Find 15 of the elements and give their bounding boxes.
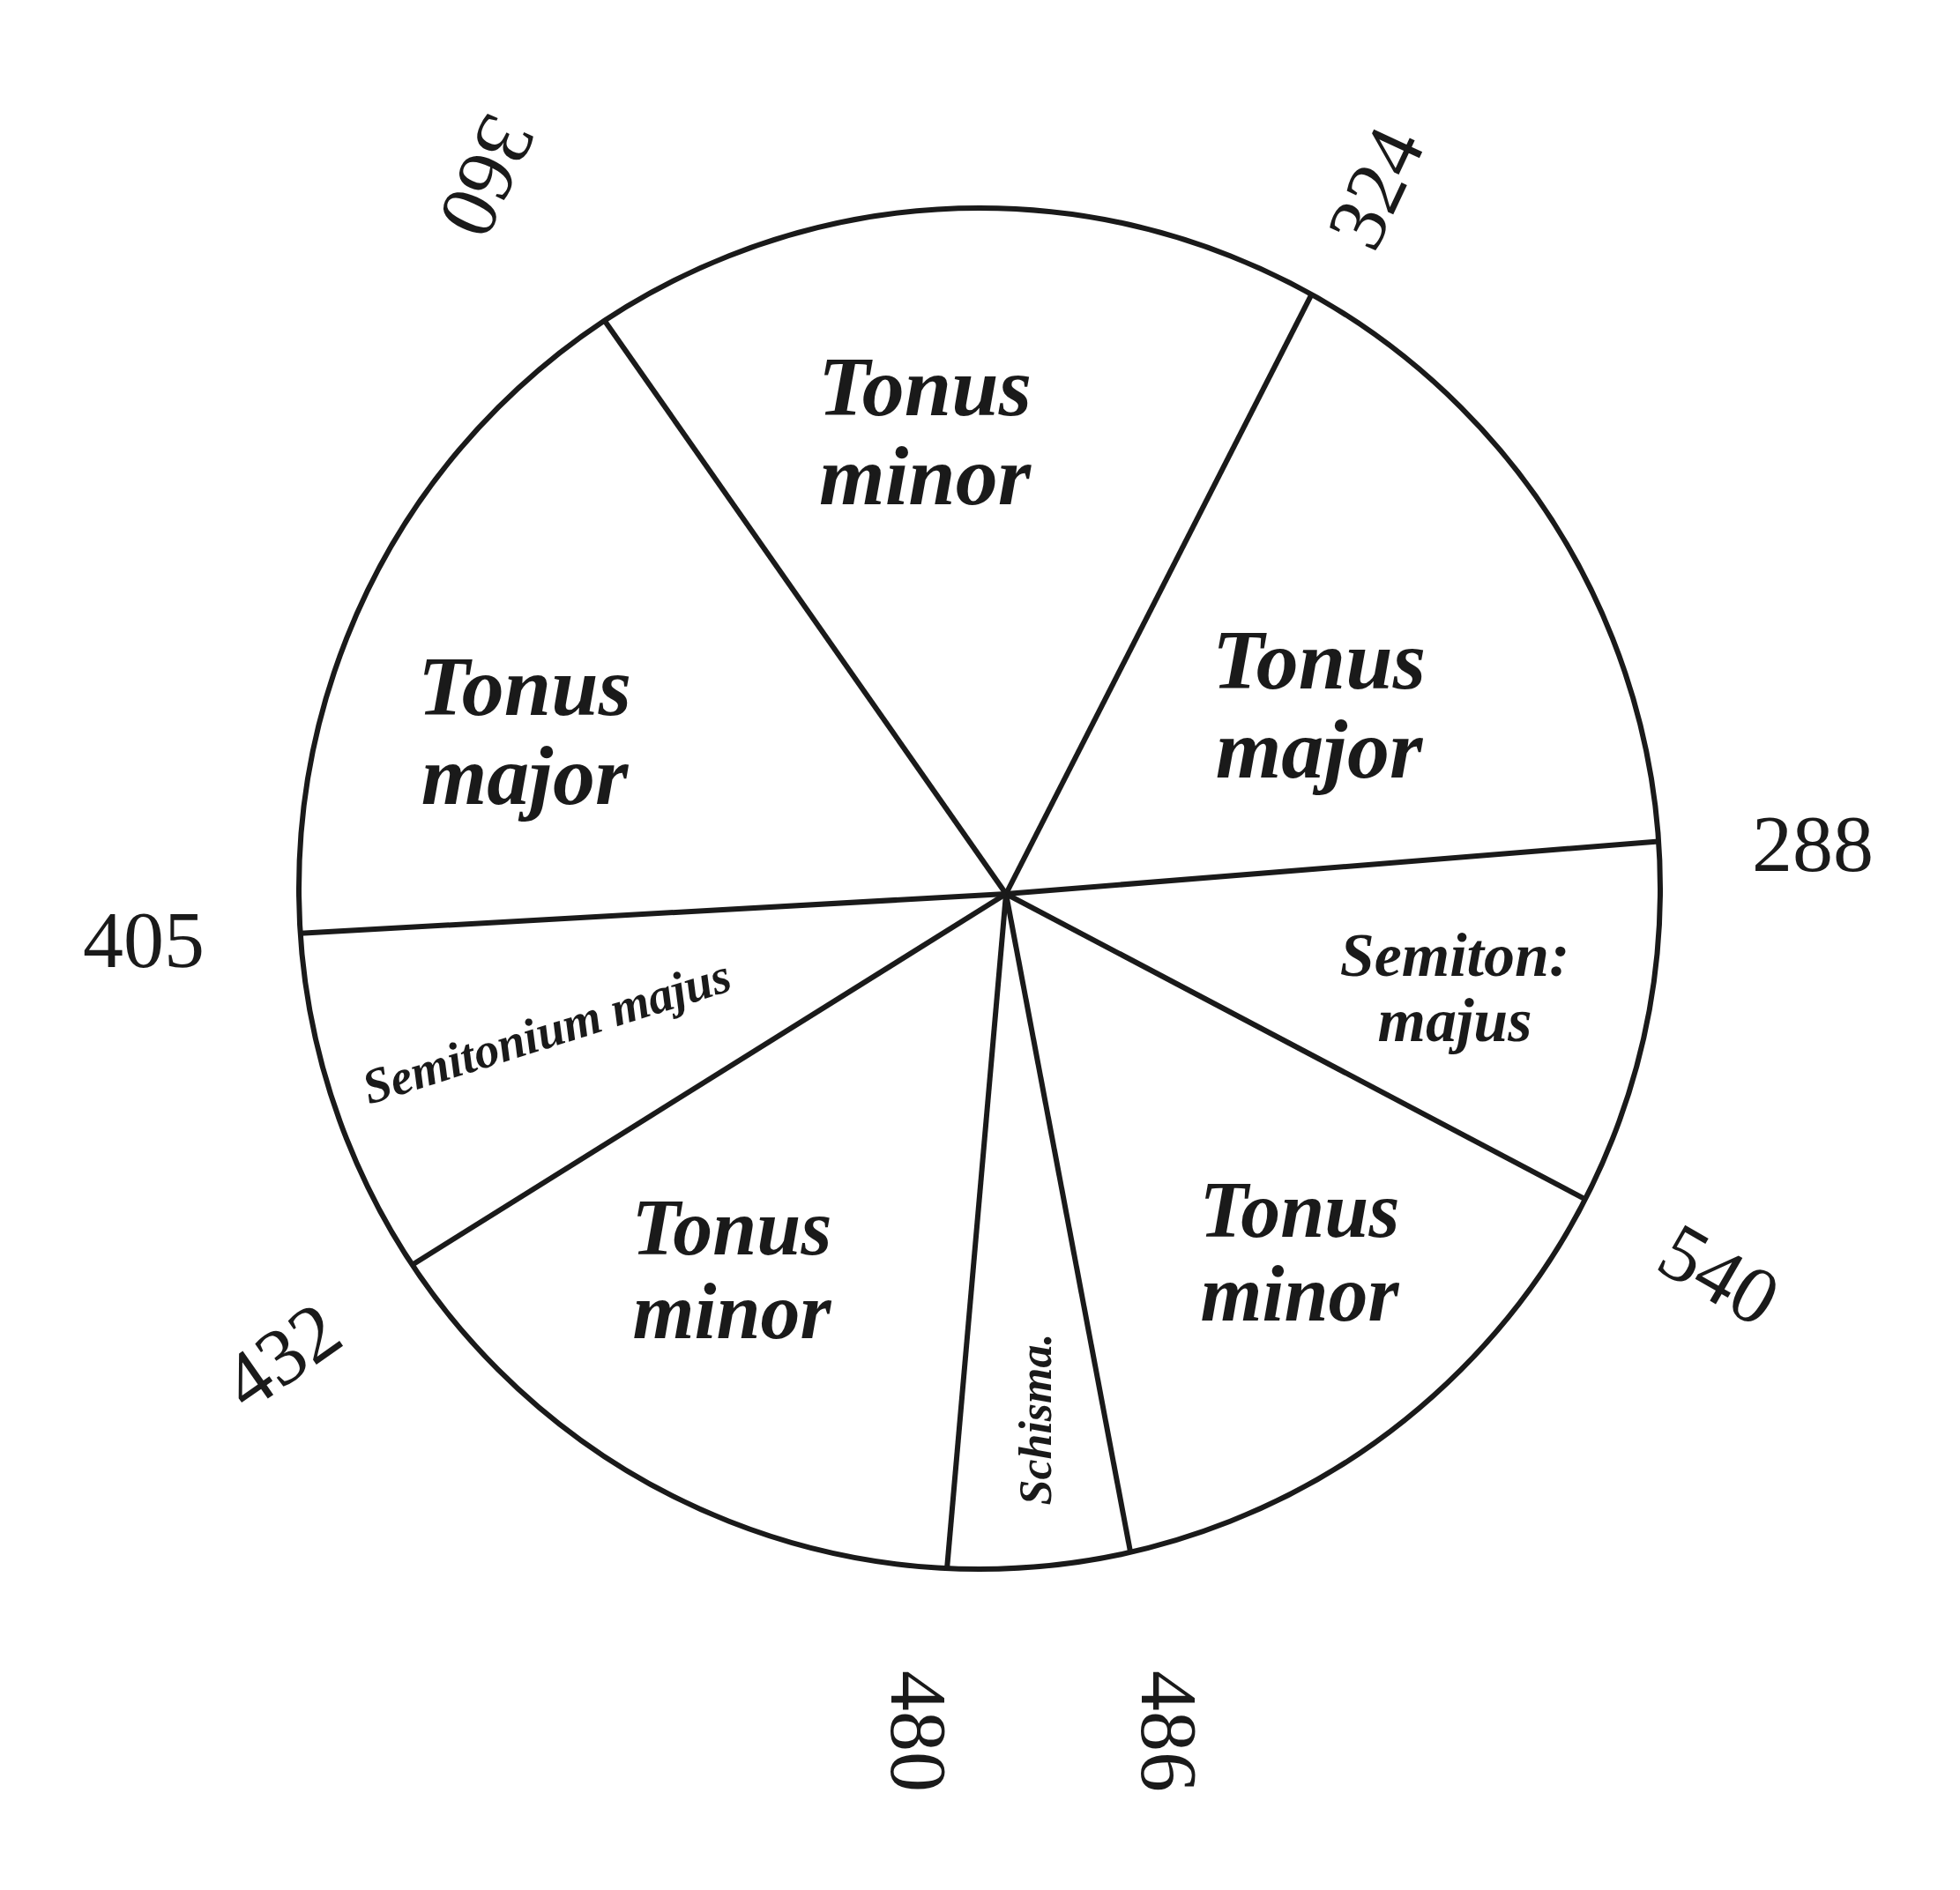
sector-label: Schisma. bbox=[1011, 1318, 1061, 1521]
ratio-number: 432 bbox=[208, 1287, 354, 1425]
sector-label: Tonus major bbox=[366, 643, 683, 821]
ratio-number: 540 bbox=[1646, 1209, 1792, 1341]
sector-label: Tonus minor bbox=[582, 1186, 882, 1353]
sector-label: Tonus minor bbox=[766, 343, 1084, 521]
ratio-number: 486 bbox=[1129, 1670, 1210, 1792]
ratio-number: 360 bbox=[425, 104, 550, 249]
sector-label: Tonus minor bbox=[1150, 1168, 1450, 1336]
ratio-number: 288 bbox=[1752, 803, 1874, 884]
sector-label: Tonus major bbox=[1160, 616, 1478, 794]
ratio-number: 405 bbox=[83, 899, 205, 980]
sector-label: Semiton: majus bbox=[1314, 922, 1596, 1053]
ratio-number: 480 bbox=[878, 1670, 959, 1792]
ratio-number: 324 bbox=[1313, 115, 1438, 260]
